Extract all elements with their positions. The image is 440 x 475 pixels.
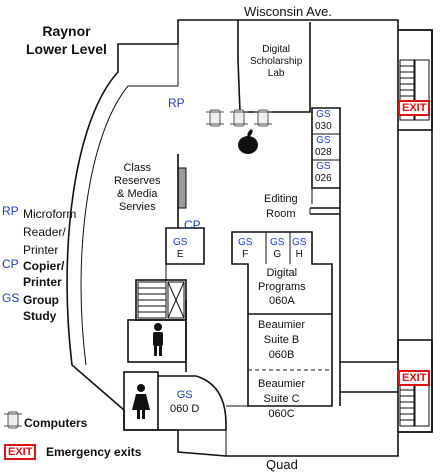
marker-rp: RP — [168, 96, 185, 110]
restroom-woman-icon — [132, 384, 150, 419]
apple-logo-icon — [238, 129, 258, 154]
exit-sign: EXIT — [398, 370, 431, 386]
street-top: Wisconsin Ave. — [244, 4, 332, 19]
legend-gs-code: GS — [2, 291, 20, 305]
legend-emergency-exits: Emergency exits — [46, 445, 142, 459]
central-office-block — [231, 231, 333, 407]
legend-rp-code: RP — [2, 204, 19, 218]
computer-terminal-icon — [4, 411, 22, 429]
street-bottom: Quad — [266, 457, 298, 472]
legend-exit-badge: EXIT — [4, 444, 37, 460]
legend-computers: Computers — [24, 416, 88, 430]
building-outline — [66, 19, 433, 457]
gs-060d-room — [158, 375, 227, 431]
exit-sign: EXIT — [398, 100, 431, 116]
legend-cp-code: CP — [2, 257, 19, 271]
computer-terminal-icon — [206, 109, 272, 127]
curved-inner-wall — [80, 85, 178, 366]
legend-cp-label: Copier/Printer — [23, 259, 65, 289]
marker-cp: CP — [184, 218, 201, 232]
elevator-person-icon — [153, 323, 163, 356]
